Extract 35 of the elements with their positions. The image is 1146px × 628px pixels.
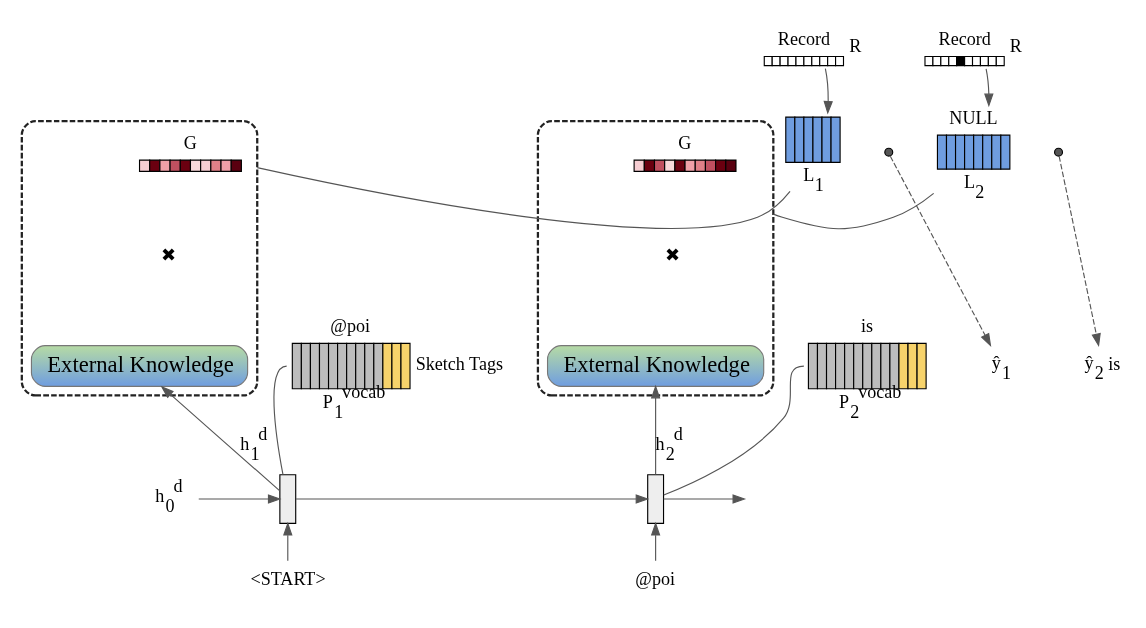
arrow	[198, 494, 282, 504]
node-label: Record	[938, 28, 991, 49]
arrow	[889, 155, 992, 347]
node-label: G	[183, 132, 197, 153]
connector	[663, 365, 805, 496]
connector	[256, 167, 791, 229]
node-text: <START>	[250, 569, 326, 590]
node-label: @poi	[330, 315, 371, 336]
node-label: R	[1009, 36, 1022, 57]
node-label: is	[861, 315, 874, 336]
connector	[772, 192, 935, 230]
node-label: G	[678, 132, 692, 153]
arrow	[984, 68, 994, 108]
node-box	[279, 474, 297, 524]
arrow	[823, 68, 833, 115]
arrow	[650, 521, 661, 562]
node-label: Sketch Tags	[415, 354, 504, 375]
node-circle	[884, 147, 894, 157]
arrow	[295, 494, 650, 504]
node-label: is	[1108, 354, 1121, 375]
arrow	[663, 494, 747, 504]
node-text: Record	[777, 28, 831, 49]
label: ✖	[161, 244, 177, 265]
arrow	[1058, 155, 1101, 348]
arrow	[283, 521, 293, 562]
node-text: @poi	[635, 569, 676, 590]
node-box: External Knowledge	[30, 345, 249, 387]
node-box: External Knowledge	[546, 345, 765, 387]
node-circle	[1054, 147, 1064, 157]
connector	[273, 365, 288, 476]
label: ✖	[664, 244, 680, 265]
node-label: NULL	[949, 107, 998, 128]
arrow	[160, 385, 281, 492]
node-label: R	[849, 36, 862, 57]
node-box	[647, 474, 665, 524]
